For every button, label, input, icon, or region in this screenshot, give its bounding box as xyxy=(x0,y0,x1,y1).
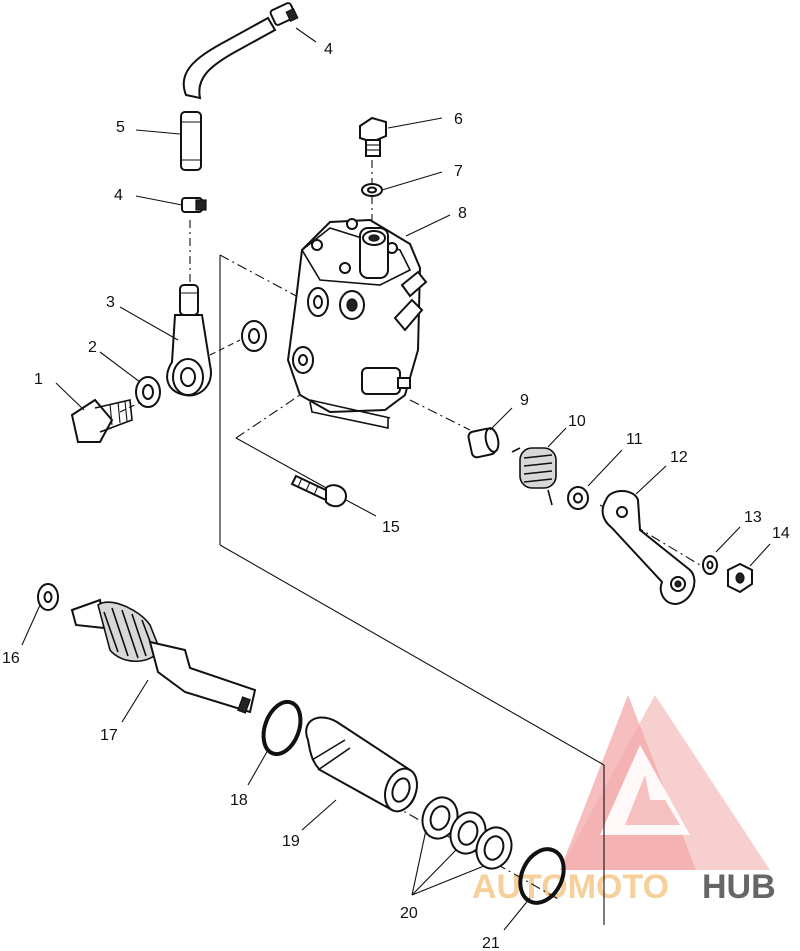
banjo-fitting xyxy=(166,284,212,397)
callout-20: 20 xyxy=(400,905,418,922)
callout-labels: 1 2 3 4 5 6 7 8 9 10 11 12 13 14 15 16 1… xyxy=(2,41,790,951)
callout-16: 16 xyxy=(2,650,20,667)
lock-washer xyxy=(702,555,718,575)
mounting-screw xyxy=(290,474,348,508)
watermark-text-automoto: AUTOMOTO xyxy=(472,868,669,906)
watermark-text-hub: HUB xyxy=(702,868,776,906)
shim-washers xyxy=(421,796,513,870)
drive-gear-shaft xyxy=(70,598,257,714)
callout-9: 9 xyxy=(520,392,529,409)
o-ring-21 xyxy=(518,847,566,905)
pump-control-lever xyxy=(601,490,696,606)
shaft-washer xyxy=(37,583,59,611)
o-ring-18 xyxy=(261,699,303,757)
callout-2: 2 xyxy=(88,339,97,356)
callout-15: 15 xyxy=(382,519,400,536)
callout-21: 21 xyxy=(482,935,500,951)
callout-17: 17 xyxy=(100,727,118,744)
callout-1: 1 xyxy=(34,371,43,388)
callout-19: 19 xyxy=(282,833,300,850)
callout-11: 11 xyxy=(626,431,643,448)
callout-7: 7 xyxy=(454,163,463,180)
pump-washer xyxy=(241,320,267,352)
screw-washer xyxy=(361,183,383,197)
sealing-washer-2 xyxy=(135,376,161,408)
hex-nut xyxy=(727,562,753,594)
banjo-bolt xyxy=(70,398,133,443)
callout-5: 5 xyxy=(116,119,125,136)
return-spring xyxy=(511,447,557,506)
hose-assembly xyxy=(180,2,299,213)
bleed-screw xyxy=(359,116,387,157)
callout-10: 10 xyxy=(568,413,586,430)
callout-4-top: 4 xyxy=(324,41,333,58)
oil-pump-body xyxy=(286,218,428,429)
thrust-washer xyxy=(567,486,589,510)
watermark-logo: AUTOMOTO HUB xyxy=(472,695,776,906)
leader-lines xyxy=(21,27,771,931)
callout-12: 12 xyxy=(670,449,688,466)
callout-3: 3 xyxy=(106,294,115,311)
callout-8: 8 xyxy=(458,205,467,222)
callout-18: 18 xyxy=(230,792,248,809)
callout-6: 6 xyxy=(454,111,463,128)
bushing xyxy=(467,427,500,459)
shaft-sleeve xyxy=(305,716,418,813)
callout-13: 13 xyxy=(744,509,762,526)
callout-14: 14 xyxy=(772,525,790,542)
callout-4-lower: 4 xyxy=(114,187,123,204)
